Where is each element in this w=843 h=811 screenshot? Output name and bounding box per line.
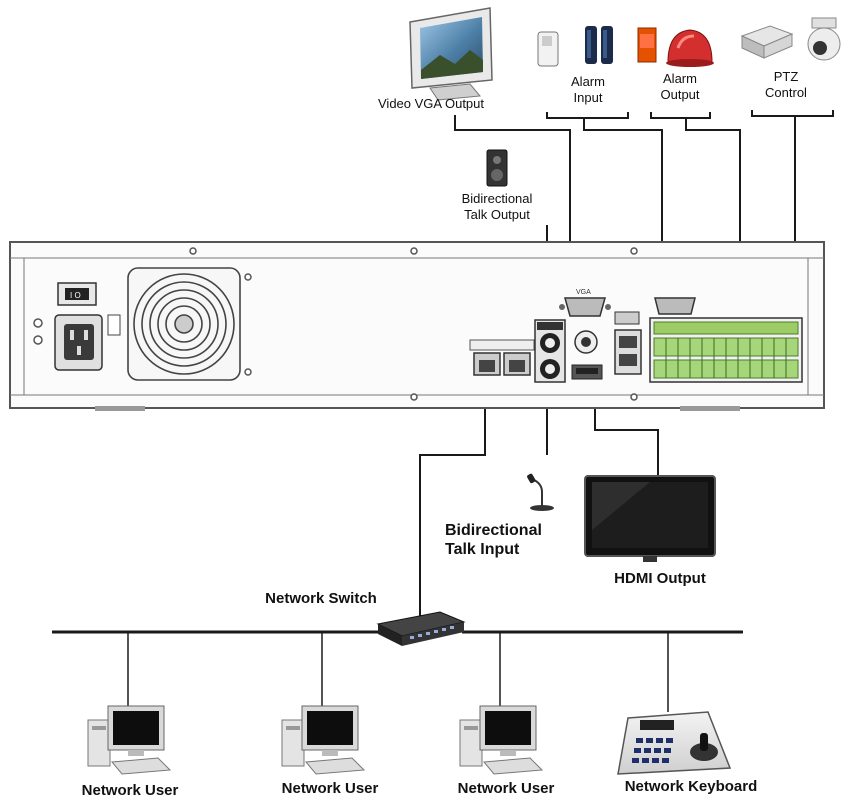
- speaker-icon: [486, 149, 508, 187]
- label-alarm-output-line1: Alarm: [663, 71, 697, 86]
- alarm-terminal-blocks: [649, 317, 803, 383]
- label-network-user-3: Network User: [457, 780, 555, 797]
- lan-ports: [469, 339, 535, 376]
- label-alarm-output: Alarm Output: [640, 71, 720, 103]
- label-talk-output: Bidirectional Talk Output: [432, 191, 562, 223]
- label-network-user-2: Network User: [281, 780, 379, 797]
- label-video-vga-output: Video VGA Output: [378, 96, 484, 111]
- microphone-icon: [527, 473, 554, 511]
- nvr-rear-panel: I O: [9, 241, 825, 411]
- label-alarm-input: Alarm Input: [548, 74, 628, 106]
- label-network-user-1: Network User: [81, 782, 179, 799]
- label-talk-input-line1: Bidirectional: [445, 522, 542, 539]
- keyboard-controller-icon: [617, 711, 732, 775]
- alarm-siren-icon: [637, 27, 714, 67]
- top-connection-lines: [454, 110, 834, 325]
- label-talk-input-line2: Talk Input: [445, 541, 520, 558]
- label-hdmi-output: HDMI Output: [614, 570, 706, 587]
- audio-jacks: [534, 319, 566, 383]
- label-ptz-line2: Control: [765, 85, 807, 100]
- ptz-camera-icon: [740, 17, 841, 61]
- alarm-sensor-icon: [537, 26, 613, 67]
- label-ptz-line1: PTZ: [773, 69, 799, 84]
- svg-text:VGA: VGA: [576, 289, 591, 296]
- label-network-switch: Network Switch: [265, 590, 377, 607]
- label-network-keyboard: Network Keyboard: [624, 778, 758, 795]
- label-talk-input: Bidirectional Talk Input: [445, 521, 585, 559]
- label-talk-output-line1: Bidirectional: [461, 191, 533, 206]
- hdmi-monitor-icon: [584, 475, 716, 562]
- label-alarm-input-line1: Alarm: [571, 74, 605, 89]
- vga-monitor-icon: [409, 7, 493, 101]
- network-switch-icon: [376, 611, 466, 646]
- computer-icon: [87, 705, 172, 775]
- vga-port: VGA: [559, 289, 611, 317]
- computer-icon: [459, 705, 544, 775]
- label-ptz-control: PTZ Control: [746, 69, 826, 101]
- label-alarm-input-line2: Input: [573, 90, 603, 105]
- svg-text:I O: I O: [70, 291, 81, 300]
- label-talk-output-line2: Talk Output: [464, 207, 530, 222]
- label-alarm-output-line2: Output: [660, 87, 700, 102]
- computer-icon: [281, 705, 366, 775]
